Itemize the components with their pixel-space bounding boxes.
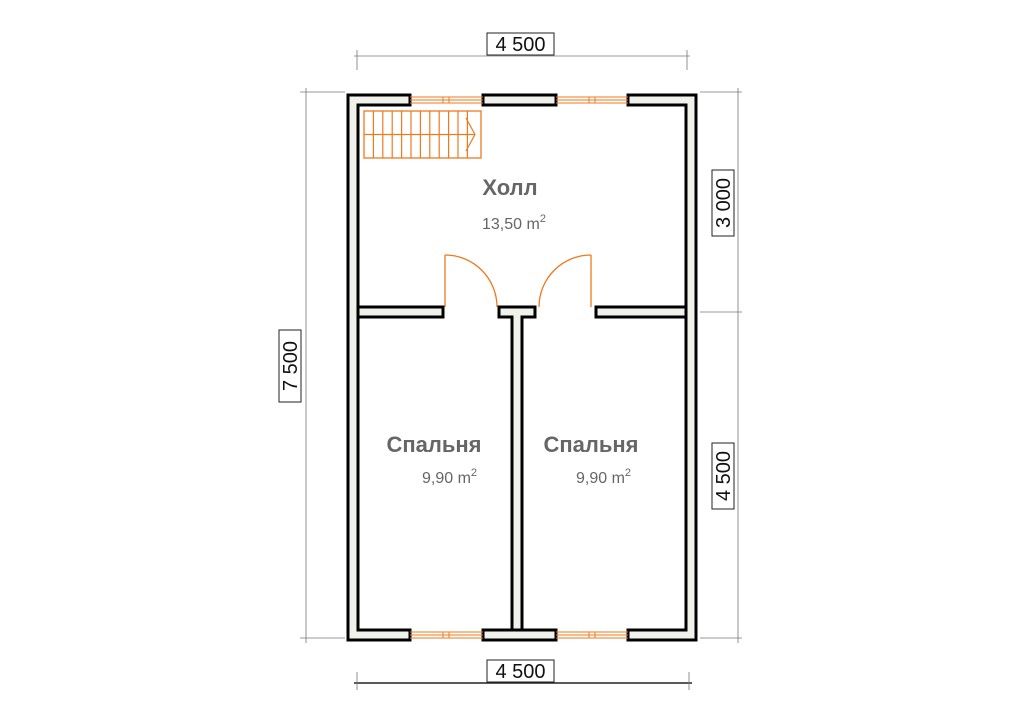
outer-wall-right	[626, 93, 698, 642]
svg-text:4 500: 4 500	[495, 661, 545, 683]
window-top-left	[410, 96, 483, 104]
outer-wall-left	[346, 93, 412, 642]
window-bottom-right	[556, 631, 628, 639]
room-area: 13,50 m2	[482, 213, 546, 233]
dim-label-right-lower: 4 500	[711, 442, 735, 510]
room-area: 9,90 m2	[422, 467, 477, 487]
dim-label-left: 7 500	[278, 329, 302, 403]
room-name: Холл	[482, 175, 537, 200]
partition-left-segment	[356, 305, 445, 319]
doors	[444, 254, 592, 308]
room-label-hall: Холл 13,50 m2	[482, 175, 546, 233]
room-area: 9,90 m2	[576, 467, 631, 487]
dim-label-right-upper: 3 000	[711, 169, 735, 237]
partition-right-segment	[594, 305, 688, 319]
door-right-bedroom	[538, 254, 592, 308]
svg-text:7 500: 7 500	[280, 341, 302, 391]
wall-segment-top-middle	[481, 93, 558, 107]
dimension-lines	[300, 50, 742, 690]
walls	[346, 93, 698, 642]
room-name: Спальня	[543, 432, 638, 457]
staircase	[363, 110, 482, 159]
door-left-bedroom	[444, 254, 498, 308]
svg-text:4 500: 4 500	[713, 451, 735, 501]
room-label-bedroom-left: Спальня 9,90 m2	[386, 432, 481, 487]
room-label-bedroom-right: Спальня 9,90 m2	[543, 432, 638, 487]
dim-label-bottom: 4 500	[486, 659, 555, 683]
room-name: Спальня	[386, 432, 481, 457]
partition-center-tee	[497, 305, 537, 632]
window-top-right	[556, 96, 628, 104]
svg-text:4 500: 4 500	[495, 34, 545, 56]
window-bottom-left	[410, 631, 483, 639]
windows	[410, 96, 628, 639]
svg-text:3 000: 3 000	[713, 178, 735, 228]
dim-label-top: 4 500	[486, 32, 555, 56]
